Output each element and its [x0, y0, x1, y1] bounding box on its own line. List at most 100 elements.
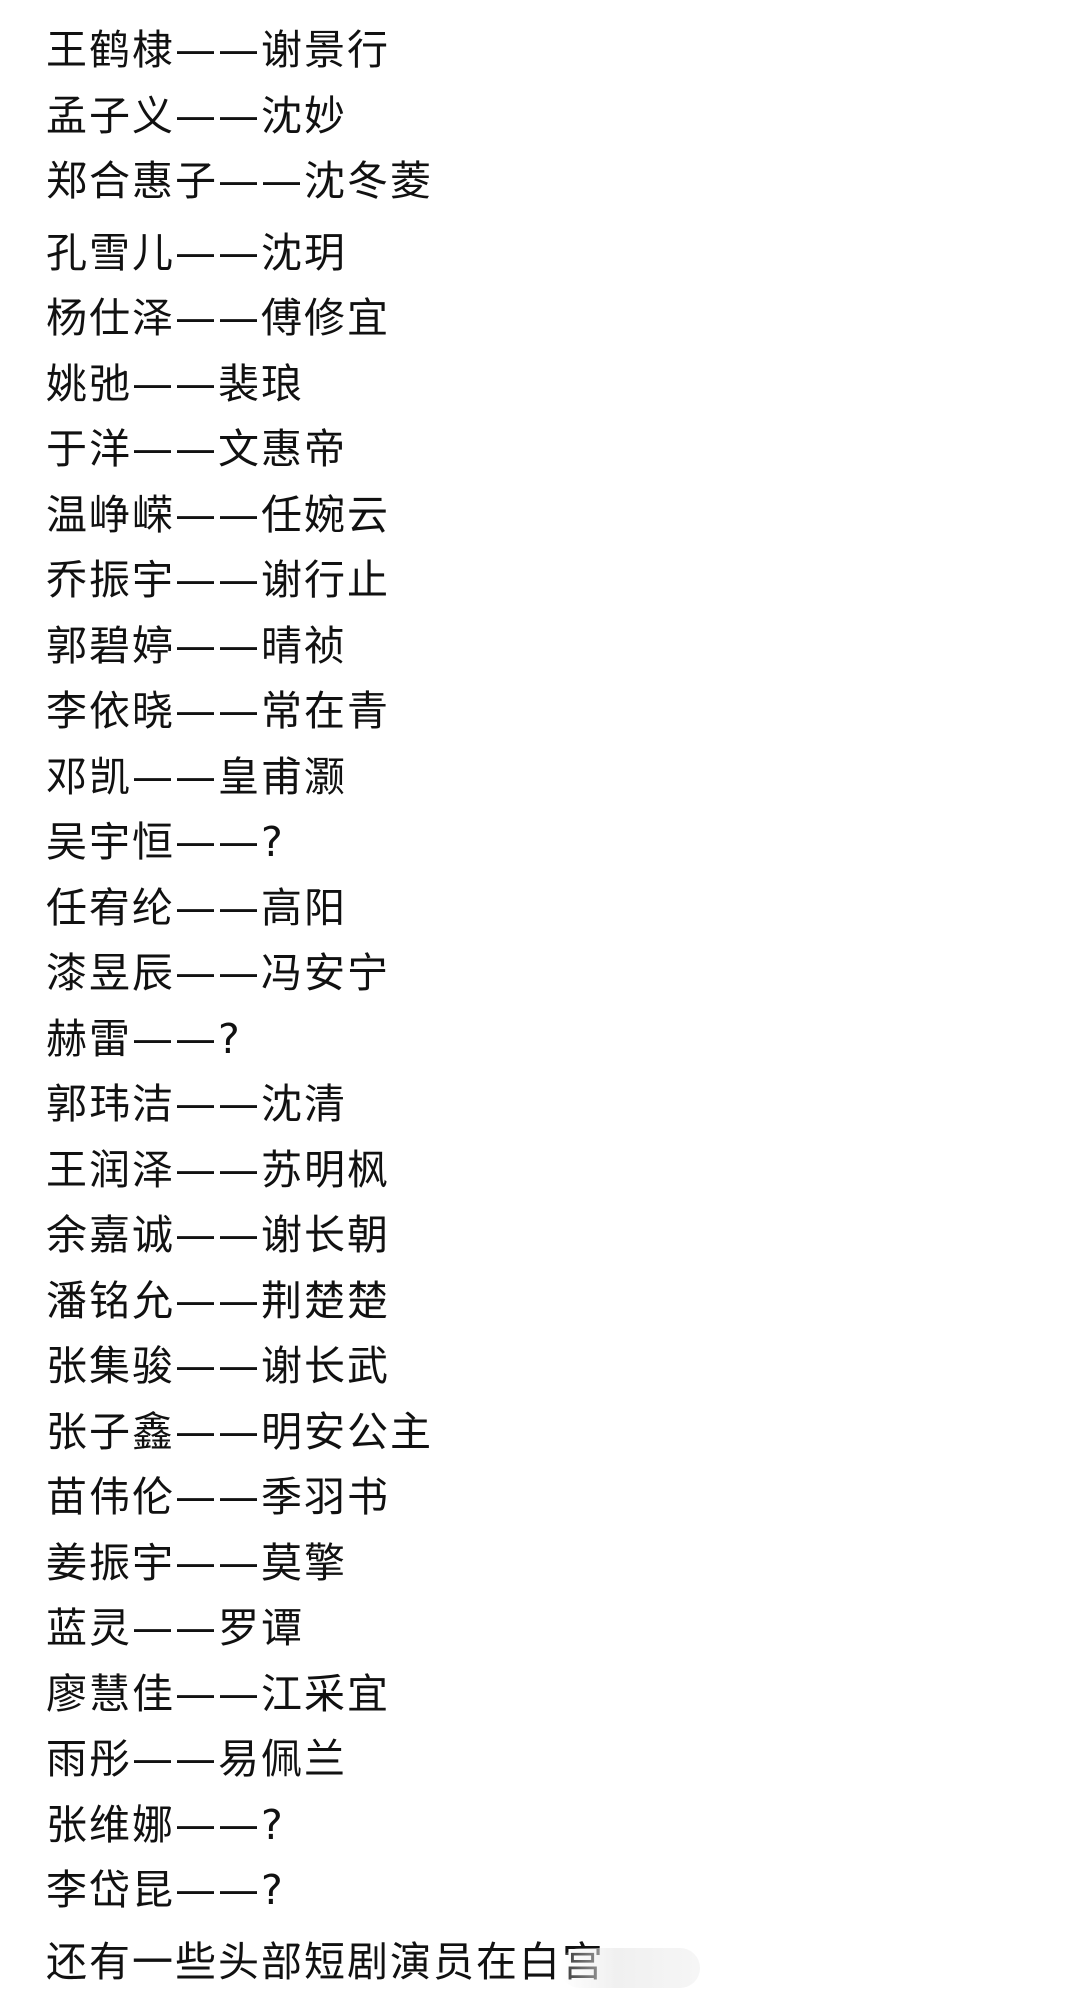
role-name: 谢长武: [261, 1342, 390, 1390]
actor-name: 张子鑫: [46, 1407, 175, 1456]
cast-line: 姚弛——裴琅: [46, 352, 433, 418]
cast-line: 温峥嵘——任婉云: [46, 483, 433, 549]
actor-name: 乔振宇: [46, 556, 175, 604]
dash-separator: ——: [132, 1735, 218, 1783]
dash-separator: ——: [175, 818, 261, 866]
cast-line: 雨彤——易佩兰: [46, 1727, 433, 1793]
actor-name: 王鹤棣: [46, 26, 175, 74]
role-name: ?: [261, 1866, 285, 1914]
role-name: ?: [218, 1014, 242, 1063]
role-name: 任婉云: [261, 490, 390, 539]
dash-separator: ——: [175, 949, 261, 997]
dash-separator: ——: [175, 1866, 261, 1914]
role-name: 谢长朝: [261, 1211, 390, 1259]
role-name: 晴祯: [261, 621, 347, 670]
cast-line: 张维娜——?: [46, 1793, 433, 1859]
role-name: 沈清: [261, 1080, 347, 1128]
actor-name: 姜振宇: [46, 1538, 175, 1587]
role-name: 裴琅: [218, 359, 304, 408]
dash-separator: ——: [175, 1276, 261, 1325]
actor-name: 温峥嵘: [46, 490, 175, 539]
role-name: 易佩兰: [218, 1735, 347, 1783]
cast-line: 乔振宇——谢行止: [46, 548, 433, 614]
actor-name: 潘铭允: [46, 1276, 175, 1325]
actor-name: 廖慧佳: [46, 1669, 175, 1718]
dash-separator: ——: [175, 687, 261, 735]
role-name: ?: [261, 818, 285, 866]
role-name: 苏明枫: [261, 1145, 390, 1194]
cast-line: 王鹤棣——谢景行: [46, 18, 433, 84]
cast-line: 张集骏——谢长武: [46, 1334, 433, 1400]
dash-separator: ——: [132, 752, 218, 801]
role-name: 皇甫灏: [218, 752, 347, 801]
cast-line: 孔雪儿——沈玥: [46, 221, 433, 287]
dash-separator: ——: [175, 621, 261, 670]
dash-separator: ——: [175, 1538, 261, 1587]
role-name: 沈冬菱: [304, 157, 433, 205]
dash-separator: ——: [175, 490, 261, 539]
role-name: 季羽书: [261, 1473, 390, 1521]
dash-separator: ——: [175, 228, 261, 277]
cast-line: 苗伟伦——季羽书: [46, 1465, 433, 1531]
actor-name: 吴宇恒: [46, 818, 175, 866]
dash-separator: ——: [218, 157, 304, 205]
dash-separator: ——: [175, 294, 261, 342]
actor-name: 赫雷: [46, 1014, 132, 1063]
actor-name: 张维娜: [46, 1800, 175, 1849]
dash-separator: ——: [175, 26, 261, 74]
role-name: 高阳: [261, 883, 347, 932]
cast-line: 廖慧佳——江采宜: [46, 1662, 433, 1728]
dash-separator: ——: [175, 883, 261, 932]
actor-name: 姚弛: [46, 359, 132, 408]
actor-name: 漆昱辰: [46, 949, 175, 997]
dash-separator: ——: [175, 1342, 261, 1390]
actor-name: 郭碧婷: [46, 621, 175, 670]
dash-separator: ——: [175, 556, 261, 604]
role-name: 常在青: [261, 687, 390, 735]
actor-name: 任宥纶: [46, 883, 175, 932]
role-name: 谢景行: [261, 26, 390, 74]
actor-name: 张集骏: [46, 1342, 175, 1390]
cast-line: 李依晓——常在青: [46, 679, 433, 745]
watermark-overlay: [560, 1948, 700, 1988]
cast-line: 姜振宇——莫擎: [46, 1531, 433, 1597]
dash-separator: ——: [132, 359, 218, 408]
cast-line: 余嘉诚——谢长朝: [46, 1203, 433, 1269]
cast-line: 郭玮洁——沈清: [46, 1072, 433, 1138]
actor-name: 蓝灵: [46, 1604, 132, 1652]
footer-text: 还有一些头部短剧演员在白宫: [46, 1938, 605, 1986]
cast-line: 潘铭允——荆楚楚: [46, 1269, 433, 1335]
cast-line: 吴宇恒——?: [46, 810, 433, 876]
cast-line: 张子鑫——明安公主: [46, 1400, 433, 1466]
actor-name: 苗伟伦: [46, 1473, 175, 1521]
cast-list: 王鹤棣——谢景行孟子义——沈妙郑合惠子——沈冬菱孔雪儿——沈玥杨仕泽——傅修宜姚…: [46, 18, 433, 1924]
role-name: 罗谭: [218, 1604, 304, 1652]
role-name: 莫擎: [261, 1538, 347, 1587]
actor-name: 邓凯: [46, 752, 132, 801]
role-name: 沈玥: [261, 228, 347, 277]
dash-separator: ——: [175, 1800, 261, 1849]
cast-line: 孟子义——沈妙: [46, 84, 433, 150]
dash-separator: ——: [175, 1407, 261, 1456]
actor-name: 孟子义: [46, 91, 175, 140]
role-name: 荆楚楚: [261, 1276, 390, 1325]
actor-name: 余嘉诚: [46, 1211, 175, 1259]
dash-separator: ——: [175, 1669, 261, 1718]
cast-line: 任宥纶——高阳: [46, 876, 433, 942]
dash-separator: ——: [132, 1014, 218, 1063]
cast-line: 邓凯——皇甫灏: [46, 745, 433, 811]
role-name: 文惠帝: [218, 425, 347, 473]
cast-line: 赫雷——?: [46, 1007, 433, 1073]
cast-line: 王润泽——苏明枫: [46, 1138, 433, 1204]
cast-line: 郭碧婷——晴祯: [46, 614, 433, 680]
dash-separator: ——: [175, 1080, 261, 1128]
cast-line: 漆昱辰——冯安宁: [46, 941, 433, 1007]
role-name: 明安公主: [261, 1407, 433, 1456]
cast-line: 李岱昆——?: [46, 1858, 433, 1924]
cast-line: 蓝灵——罗谭: [46, 1596, 433, 1662]
role-name: 傅修宜: [261, 294, 390, 342]
dash-separator: ——: [175, 1145, 261, 1194]
role-name: 江采宜: [261, 1669, 390, 1718]
dash-separator: ——: [132, 425, 218, 473]
dash-separator: ——: [175, 1473, 261, 1521]
